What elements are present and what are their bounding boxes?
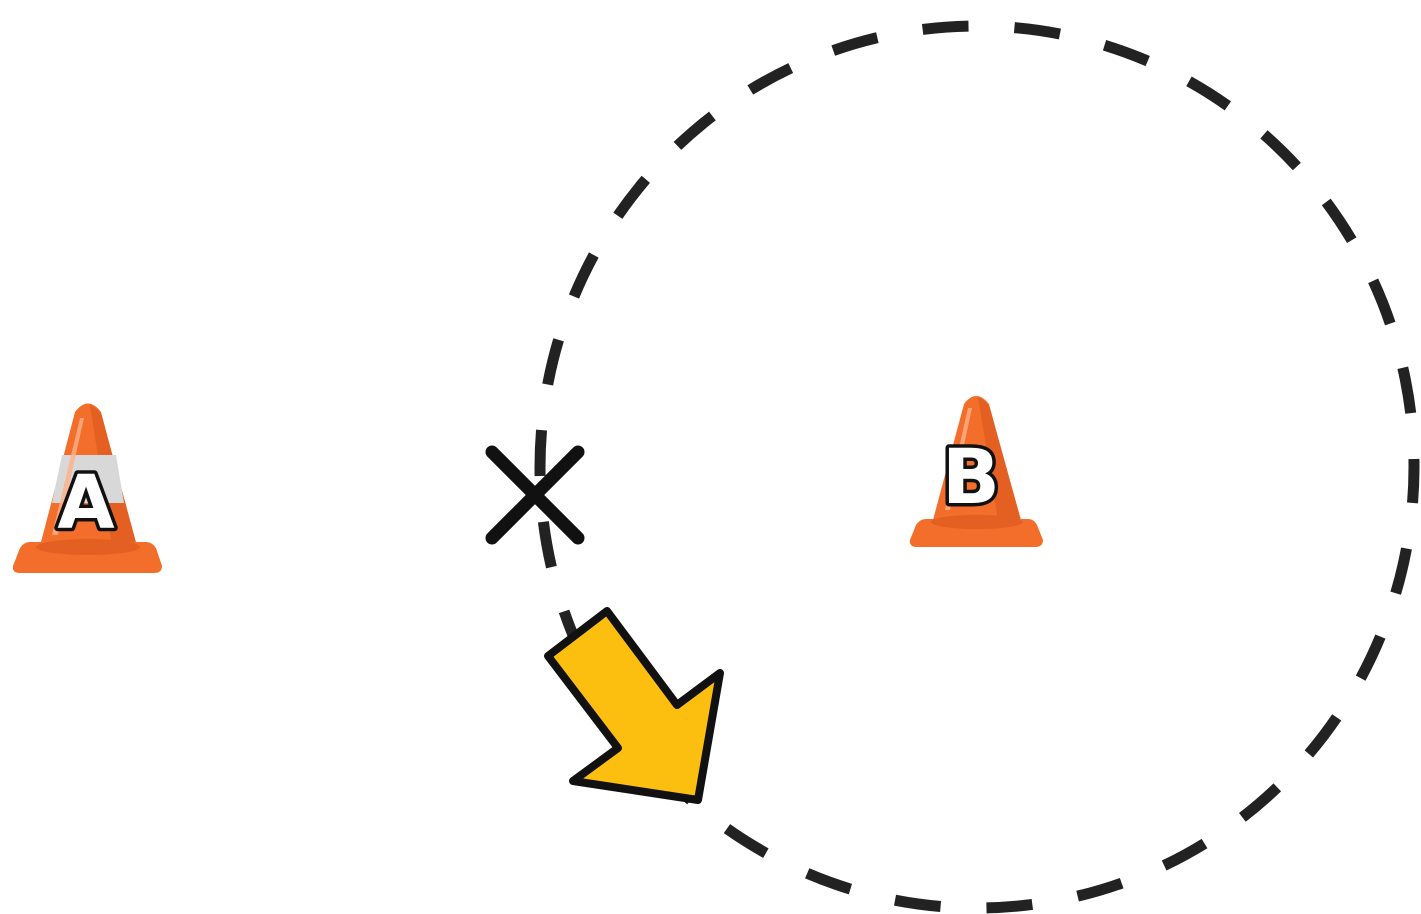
x-mark-icon [485, 445, 585, 545]
arrow-icon [544, 607, 724, 804]
cone-b: B [909, 396, 1043, 547]
cone-b-label: B [942, 432, 1000, 521]
traffic-cone-icon [12, 403, 163, 573]
traffic-cone-icon [909, 396, 1043, 547]
cone-a: A [12, 403, 163, 573]
cone-a-label: A [57, 460, 114, 546]
dashed-path-circle [534, 20, 1420, 914]
